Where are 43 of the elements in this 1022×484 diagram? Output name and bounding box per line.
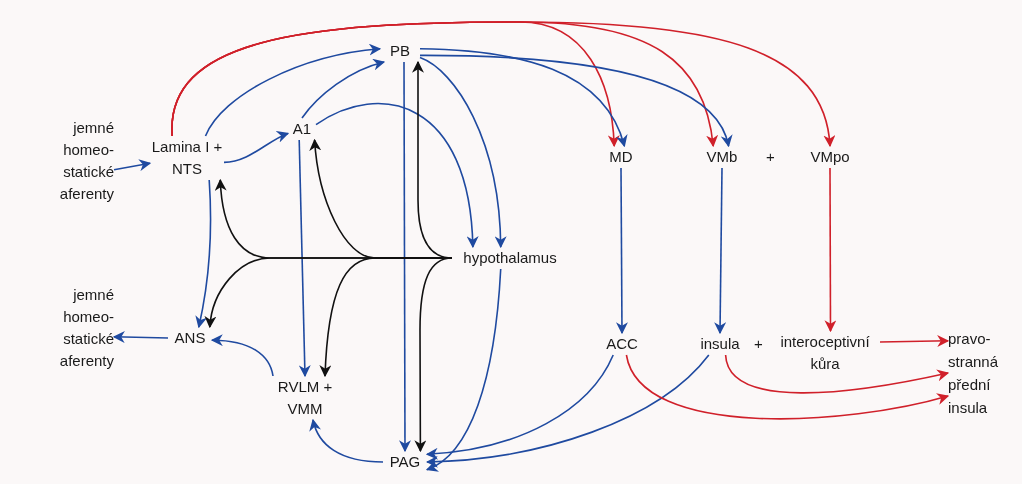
arrow xyxy=(204,44,382,137)
region-label: VMpo xyxy=(802,146,858,168)
arrow xyxy=(824,167,837,333)
arrow xyxy=(223,131,290,164)
arrow xyxy=(195,179,212,329)
arrow xyxy=(398,61,411,453)
arrow xyxy=(113,159,152,172)
arrow xyxy=(625,354,950,420)
arrow xyxy=(714,167,727,335)
arrow xyxy=(419,48,627,148)
arrow xyxy=(425,268,502,471)
plus-sign: + xyxy=(766,147,775,167)
region-label: VMb xyxy=(700,146,744,168)
region-label: PAG xyxy=(383,451,427,473)
arrow xyxy=(315,103,479,249)
region-label: ACC xyxy=(600,333,644,355)
arrow xyxy=(419,54,731,148)
region-label: hypothalamus xyxy=(452,247,568,269)
region-label: Lamina I + NTS xyxy=(150,136,224,180)
arrow xyxy=(298,139,311,378)
arrow xyxy=(419,56,507,249)
arrow xyxy=(112,331,169,344)
region-label: jemné homeo- statické aferenty xyxy=(22,117,114,205)
region-label: jemné homeo- statické aferenty xyxy=(22,284,114,372)
region-label: A1 xyxy=(288,118,316,140)
region-label: insula xyxy=(692,333,748,355)
arrow xyxy=(309,418,384,463)
plus-sign: + xyxy=(754,334,763,354)
region-label: interoceptivní kůra xyxy=(770,331,880,375)
arrow xyxy=(425,354,710,468)
arrow xyxy=(879,335,950,347)
arrow xyxy=(414,257,453,453)
region-label: pravo- stranná přední insula xyxy=(948,327,1022,419)
region-label: ANS xyxy=(168,327,212,349)
arrow xyxy=(171,21,835,148)
arrow xyxy=(724,354,950,394)
region-label: PB xyxy=(380,40,420,62)
region-label: MD xyxy=(604,146,638,168)
arrow xyxy=(425,354,614,460)
region-label: RVLM + VMM xyxy=(265,376,345,420)
arrow xyxy=(210,334,274,377)
arrow xyxy=(301,59,386,119)
arrow xyxy=(615,167,628,335)
